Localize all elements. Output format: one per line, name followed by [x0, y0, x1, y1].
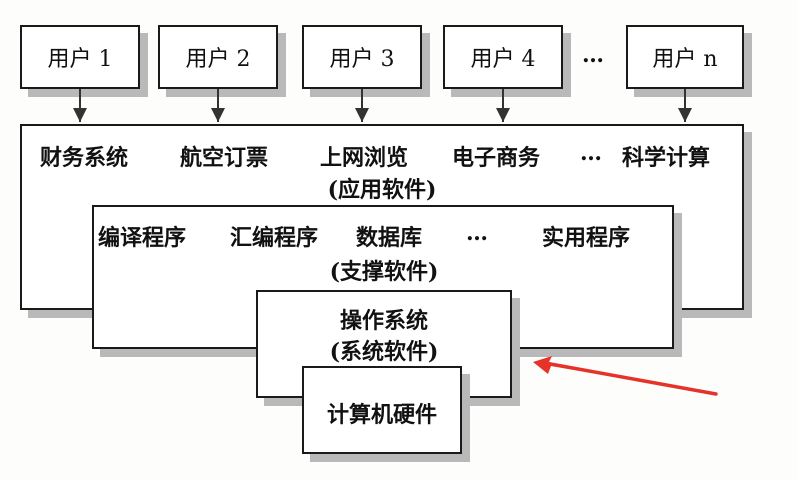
- user-label-n: 用户 n: [652, 47, 718, 72]
- support-item-assembler: 汇编程序: [230, 225, 319, 251]
- app-item-finance: 财务系统: [40, 145, 129, 171]
- support-caption: (支撑软件): [329, 259, 439, 285]
- user-label-4: 用户 4: [470, 47, 536, 72]
- user-label-3: 用户 3: [329, 47, 395, 72]
- os-caption: (系统软件): [329, 339, 439, 365]
- user-ellipsis: …: [582, 42, 604, 68]
- support-item-utilities: 实用程序: [542, 225, 631, 251]
- app-caption: (应用软件): [327, 177, 437, 203]
- app-item-airline: 航空订票: [180, 145, 269, 171]
- user-box-1: 用户 1: [20, 25, 140, 89]
- support-item-ellipsis: …: [466, 220, 488, 246]
- app-item-ecommerce: 电子商务: [452, 145, 541, 171]
- os-box: [256, 290, 512, 398]
- os-title: 操作系统: [339, 308, 429, 334]
- hardware-box: [302, 366, 462, 454]
- user-label-2: 用户 2: [185, 47, 251, 72]
- hardware-title: 计算机硬件: [326, 402, 438, 428]
- user-box-3: 用户 3: [302, 25, 422, 89]
- user-box-4: 用户 4: [443, 25, 563, 89]
- user-box-n: 用户 n: [626, 25, 744, 89]
- user-box-2: 用户 2: [158, 25, 278, 89]
- app-item-scientific: 科学计算: [622, 145, 711, 171]
- user-label-1: 用户 1: [47, 47, 113, 72]
- support-item-compiler: 编译程序: [98, 225, 187, 251]
- app-item-ellipsis: …: [580, 140, 602, 166]
- support-item-database: 数据库: [356, 225, 423, 251]
- app-item-browsing: 上网浏览: [320, 145, 409, 171]
